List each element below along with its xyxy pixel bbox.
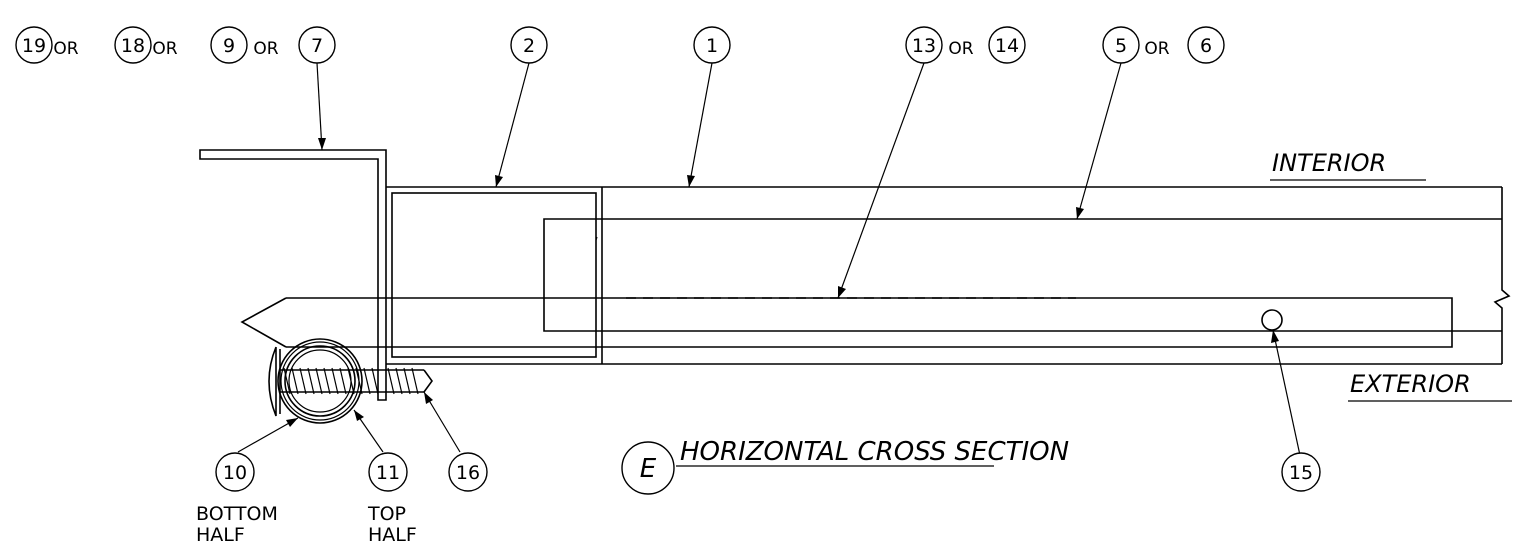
callout-group-2: 2 xyxy=(510,26,548,64)
callout-bubble-9 xyxy=(210,26,248,64)
screw-tip xyxy=(423,369,433,393)
leader-7-arrow xyxy=(318,138,326,150)
leader-1 xyxy=(688,62,713,188)
leader-13-arrow xyxy=(838,286,846,298)
callout-group-19-18-9-7: 19 OR 18 OR 9 OR 7 xyxy=(15,26,336,64)
screw-head xyxy=(268,346,277,417)
callout-group-16: 16 xyxy=(448,452,488,492)
screw-threads xyxy=(283,367,419,395)
callout-16: 16 xyxy=(456,462,480,484)
callout-7: 7 xyxy=(311,35,323,57)
callout-19: 19 xyxy=(22,35,46,57)
callout-14: 14 xyxy=(995,35,1019,57)
top-half-note-line2: HALF xyxy=(368,524,417,546)
callout-6: 6 xyxy=(1200,35,1212,57)
callout-group-13-14: 13 OR 14 xyxy=(905,26,1026,64)
member-2-box xyxy=(391,192,597,358)
callout-bubble-6 xyxy=(1187,26,1225,64)
or-label: OR xyxy=(53,39,78,59)
callout-13: 13 xyxy=(912,35,936,57)
section-title: E HORIZONTAL CROSS SECTION xyxy=(621,437,1069,495)
callout-5: 5 xyxy=(1115,35,1127,57)
or-label: OR xyxy=(948,39,973,59)
callout-group-5-6: 5 OR 6 xyxy=(1102,26,1225,64)
break-line xyxy=(1493,187,1511,364)
callout-18: 18 xyxy=(121,35,145,57)
callout-bubble-18 xyxy=(114,26,152,64)
exterior-label: EXTERIOR xyxy=(1350,370,1471,398)
callout-group-15: 15 xyxy=(1281,452,1321,492)
or-label: OR xyxy=(1144,39,1169,59)
callout-10: 10 xyxy=(223,462,247,484)
item-15-hole xyxy=(1261,309,1283,331)
callout-bubble-16 xyxy=(448,452,488,492)
pin-tip xyxy=(240,297,287,348)
callout-9: 9 xyxy=(223,35,235,57)
callout-2: 2 xyxy=(523,35,535,57)
leader-2 xyxy=(495,62,530,188)
bottom-half-note-line1: BOTTOM xyxy=(196,503,278,525)
callout-bubble-11 xyxy=(368,452,408,492)
callout-group-1: 1 xyxy=(693,26,731,64)
flange-angle xyxy=(199,149,387,401)
callout-bubble-10 xyxy=(215,452,255,492)
section-geometry xyxy=(199,149,1511,424)
leader-7 xyxy=(316,62,323,151)
leader-5 xyxy=(1076,62,1122,220)
leader-2-arrow xyxy=(495,175,503,187)
leader-lines xyxy=(237,62,1302,461)
leader-1-arrow xyxy=(687,175,695,187)
callout-group-11: 11 TOP HALF xyxy=(367,452,417,546)
member-5-profile xyxy=(543,218,1502,332)
section-marker: E xyxy=(640,454,657,484)
leader-11-arrow xyxy=(354,410,364,421)
callout-11: 11 xyxy=(376,462,400,484)
washer-top-half-inner xyxy=(288,349,352,413)
leader-16-arrow xyxy=(424,392,433,404)
leader-10-arrow xyxy=(286,418,298,427)
interior-label: INTERIOR xyxy=(1272,149,1386,177)
top-half-note-line1: TOP xyxy=(367,503,406,525)
leader-16 xyxy=(423,391,461,453)
washer-top-half-outer xyxy=(284,345,356,417)
leader-15 xyxy=(1272,329,1302,461)
callout-bubble-14 xyxy=(988,26,1026,64)
washer-bottom-half-outer xyxy=(277,338,363,424)
section-marker-bubble xyxy=(621,441,675,495)
or-label: OR xyxy=(152,39,177,59)
bottom-half-note-line2: HALF xyxy=(196,524,245,546)
leader-13 xyxy=(837,62,925,299)
member-5-tick xyxy=(595,236,598,241)
callout-bubble-15 xyxy=(1281,452,1321,492)
leader-15-arrow xyxy=(1271,330,1279,343)
callout-group-10: 10 BOTTOM HALF xyxy=(196,452,278,546)
callout-15: 15 xyxy=(1289,462,1313,484)
section-title-text: HORIZONTAL CROSS SECTION xyxy=(680,437,1069,467)
leader-5-arrow xyxy=(1076,207,1084,219)
callout-1: 1 xyxy=(706,35,718,57)
washer-bottom-half-inner xyxy=(280,341,360,421)
or-label: OR xyxy=(253,39,278,59)
leader-10 xyxy=(237,417,299,453)
callout-bubble-19 xyxy=(15,26,53,64)
